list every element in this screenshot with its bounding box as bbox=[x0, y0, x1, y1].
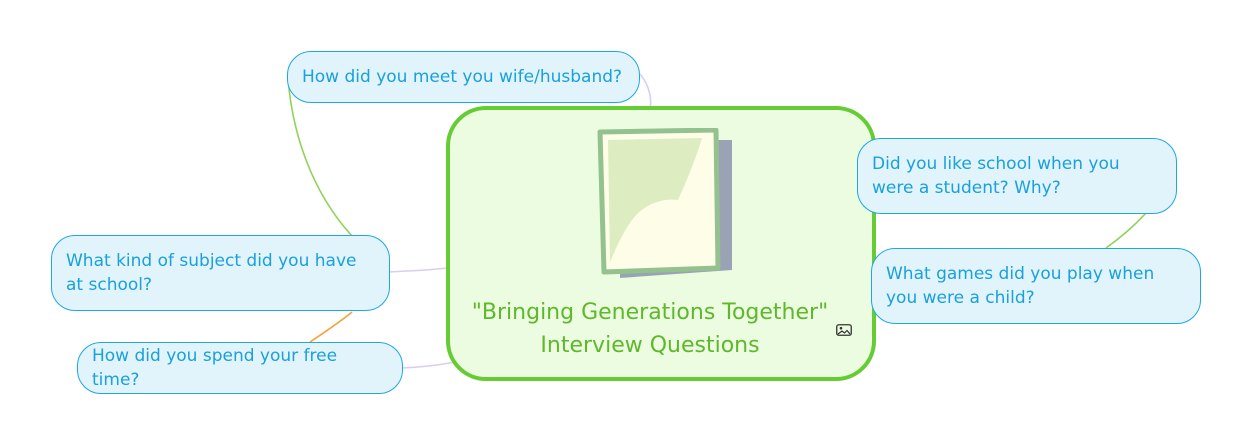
central-topic-title: "Bringing Generations Together" Intervie… bbox=[471, 300, 829, 358]
topic-node-label: Did you like school when you were a stud… bbox=[872, 154, 1120, 198]
topic-node-label: What kind of subject did you have at sch… bbox=[66, 251, 357, 295]
topic-node-school[interactable]: Did you like school when you were a stud… bbox=[857, 138, 1177, 214]
document-illustration-icon bbox=[597, 128, 732, 278]
topic-node-meet[interactable]: How did you meet you wife/husband? bbox=[287, 51, 640, 103]
connector-central-to-meet bbox=[639, 73, 652, 111]
connector-school-to-games bbox=[1105, 212, 1147, 249]
central-topic[interactable]: "Bringing Generations Together" Intervie… bbox=[446, 106, 876, 381]
topic-node-label: How did you meet you wife/husband? bbox=[302, 67, 623, 87]
connector-central-to-freetime bbox=[401, 361, 456, 369]
topic-node-games[interactable]: What games did you play when you were a … bbox=[871, 248, 1201, 324]
image-icon[interactable] bbox=[836, 324, 852, 336]
topic-node-label: How did you spend your free time? bbox=[92, 346, 338, 390]
connector-central-to-subject bbox=[387, 267, 449, 273]
connector-meet-to-subject bbox=[287, 77, 353, 237]
connector-subject-to-freetime bbox=[309, 311, 353, 343]
topic-node-label: What games did you play when you were a … bbox=[886, 264, 1155, 308]
topic-node-freetime[interactable]: How did you spend your free time? bbox=[77, 342, 403, 394]
topic-node-subject[interactable]: What kind of subject did you have at sch… bbox=[51, 235, 390, 311]
